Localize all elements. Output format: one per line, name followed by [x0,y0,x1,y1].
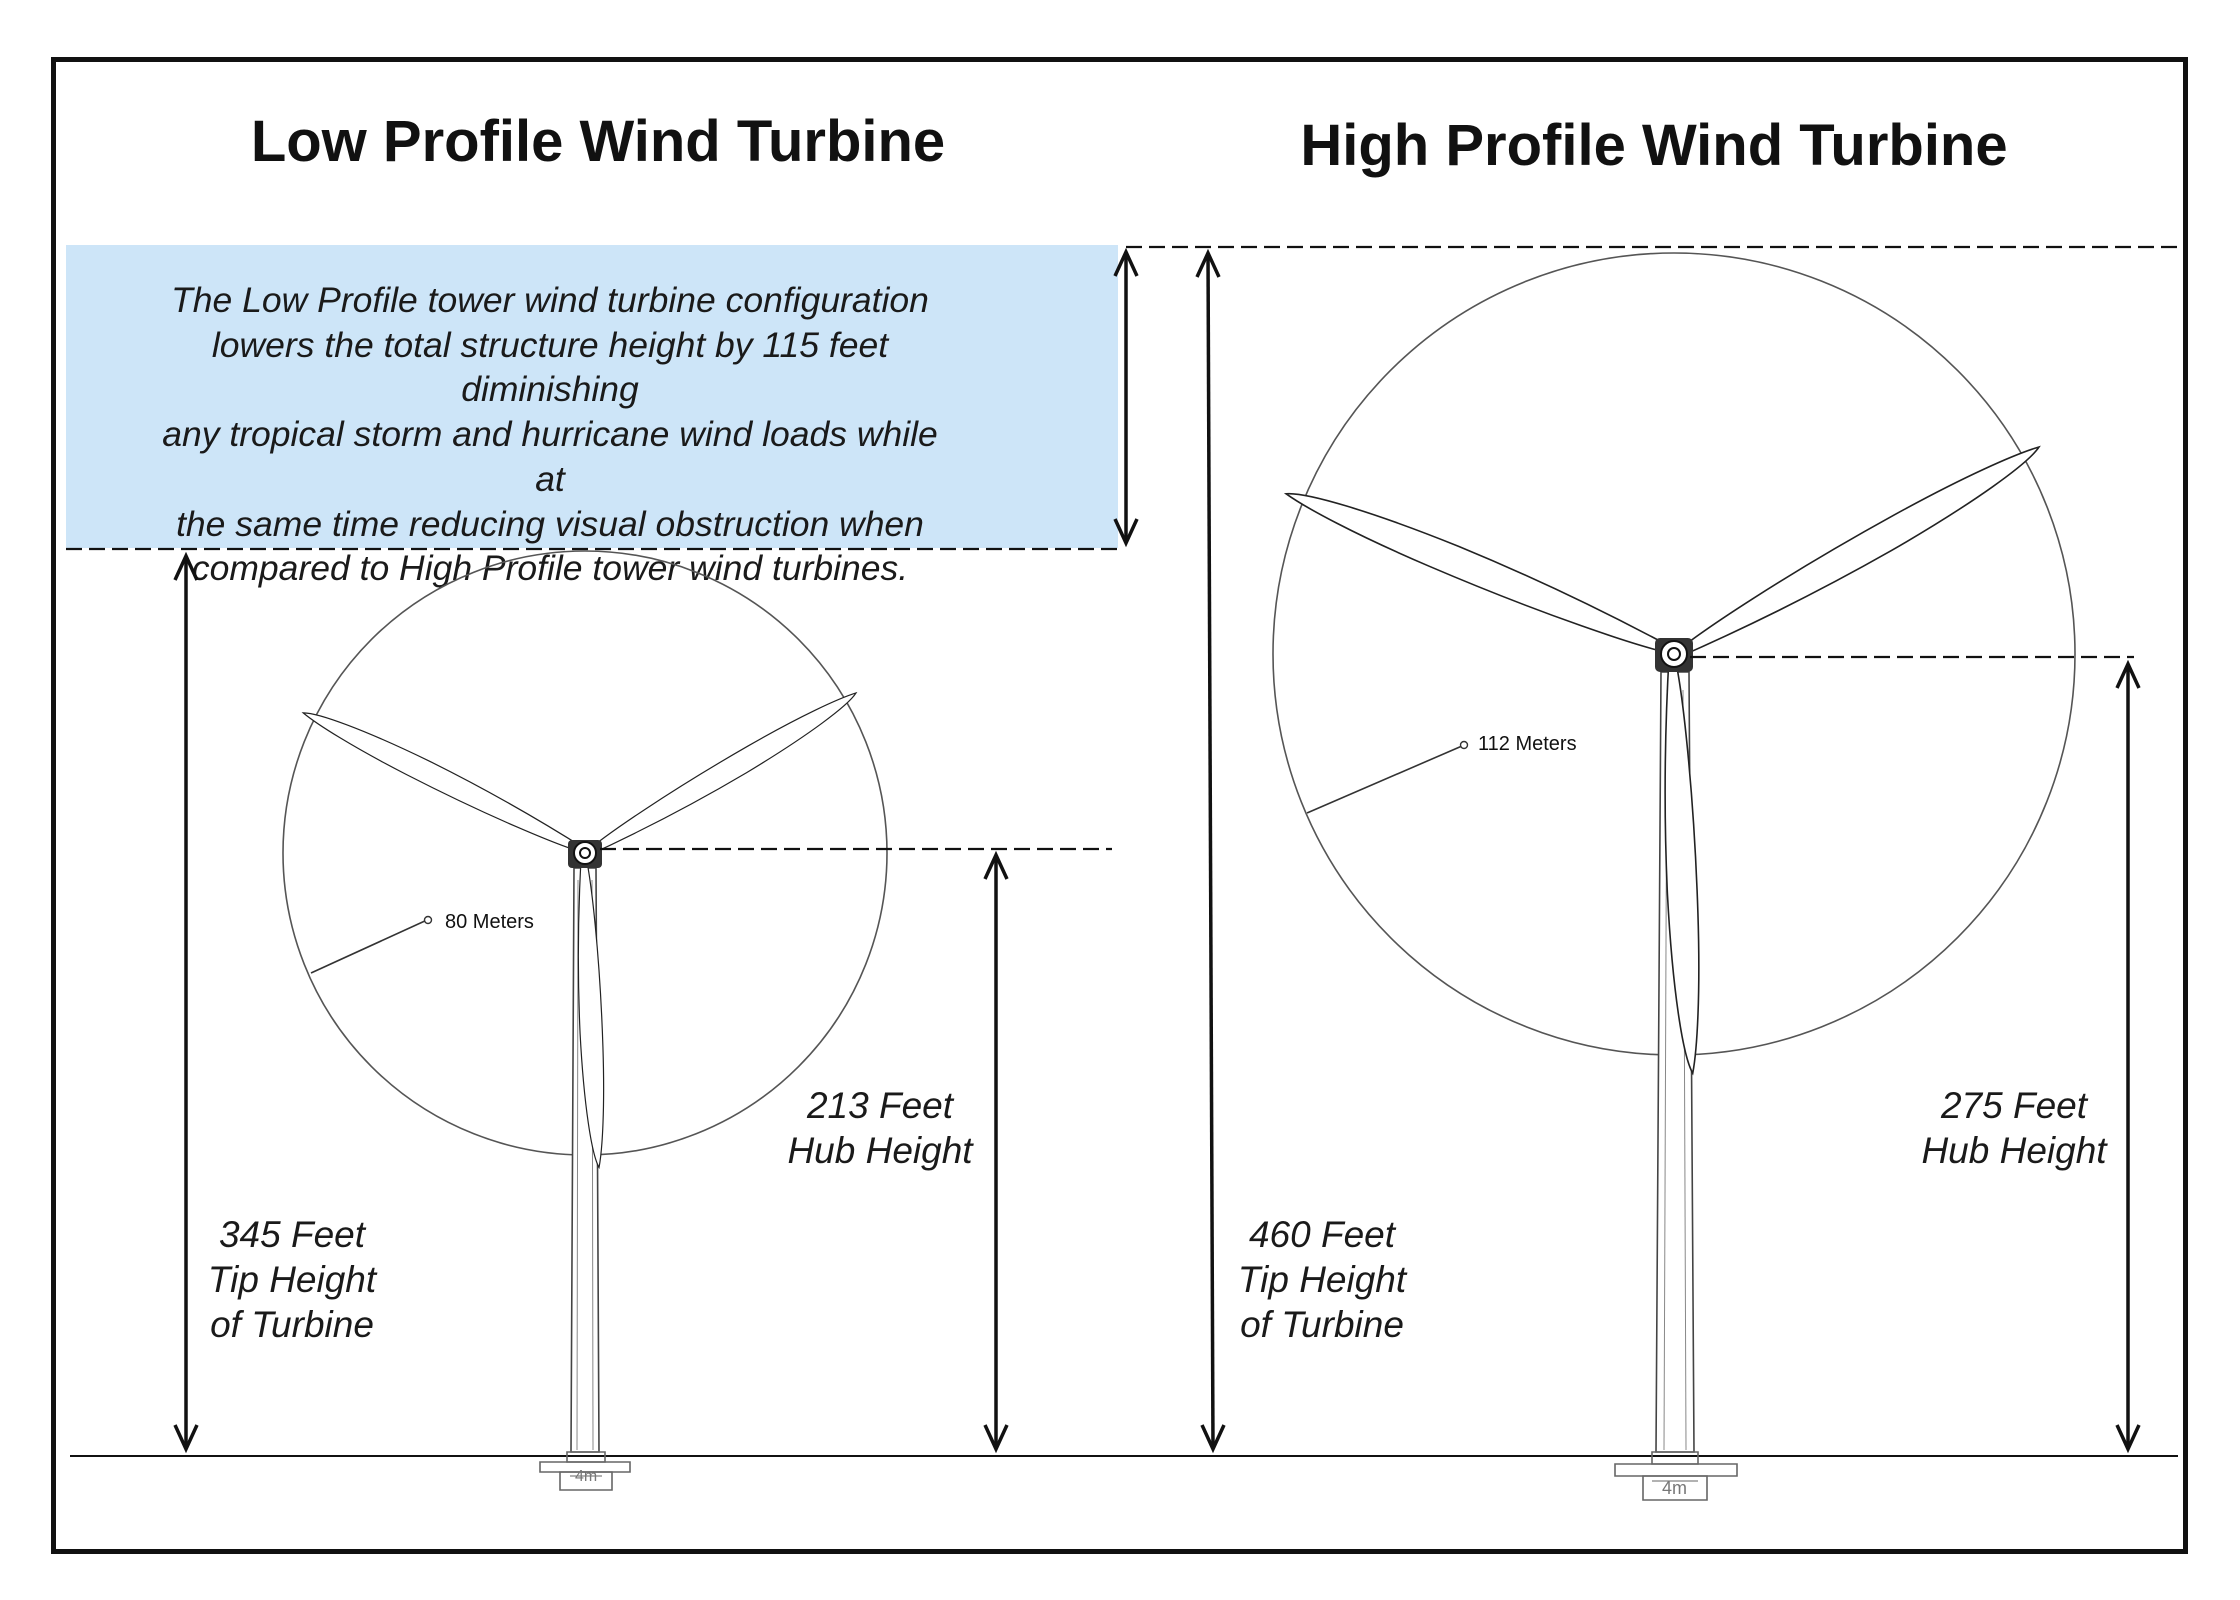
label-line: 213 Feet [806,1085,954,1126]
label-line: Tip Height [1237,1259,1407,1300]
low-profile-title: Low Profile Wind Turbine [250,109,946,174]
height-difference-arrow [1113,247,1139,548]
high-blade-right [1652,445,2063,660]
high-profile-title: High Profile Wind Turbine [1300,113,2008,178]
low-hub-height-label: 213 Feet Hub Height [787,1083,972,1173]
info-line: the same time reducing visual obstructio… [176,503,924,544]
low-tip-height-label: 345 Feet Tip Height of Turbine [208,1212,376,1347]
label-line: 460 Feet [1248,1214,1396,1255]
low-base-label: 4m [575,1468,598,1485]
info-box [66,245,1118,548]
low-hub [568,840,602,868]
label-line: Tip Height [207,1259,377,1300]
high-base-label: 4m [1662,1478,1688,1498]
low-turbine [282,550,888,1491]
diagram-frame [51,57,2188,1554]
label-line: 345 Feet [218,1214,366,1255]
label-line: of Turbine [1240,1304,1404,1345]
high-base [1614,1451,1738,1501]
high-radius-line [1306,745,1463,814]
high-blade-left [1284,441,1678,704]
low-hub-arrow [983,850,1009,1454]
info-line: compared to High Profile tower wind turb… [191,548,909,589]
low-tip-arrow [173,551,199,1454]
info-text: The Low Profile tower wind turbine confi… [150,278,950,591]
low-blade-right [567,691,875,857]
high-hub-height-label: 275 Feet Hub Height [1921,1083,2106,1173]
high-hub-arrow [2115,659,2141,1454]
high-turbine [1272,252,2076,1501]
high-tip-arrow [1195,248,1226,1454]
low-radius-line [310,919,428,974]
low-blade-down [553,852,628,1169]
info-line: lowers the total structure height by 115… [211,324,889,410]
label-line: of Turbine [210,1304,374,1345]
info-line: any tropical storm and hurricane wind lo… [162,414,938,499]
high-rotor-label: 112 Meters [1478,733,1577,755]
high-blade-down [1632,652,1731,1075]
info-line: The Low Profile tower wind turbine confi… [171,280,929,320]
high-hub [1655,638,1693,672]
high-tip-height-label: 460 Feet Tip Height of Turbine [1238,1212,1406,1347]
label-line: Hub Height [787,1130,973,1171]
label-line: 275 Feet [1940,1085,2088,1126]
low-blade-left [302,674,588,889]
low-rotor-label: 80 Meters [445,911,534,933]
low-base [539,1451,631,1491]
label-line: Hub Height [1921,1130,2107,1171]
